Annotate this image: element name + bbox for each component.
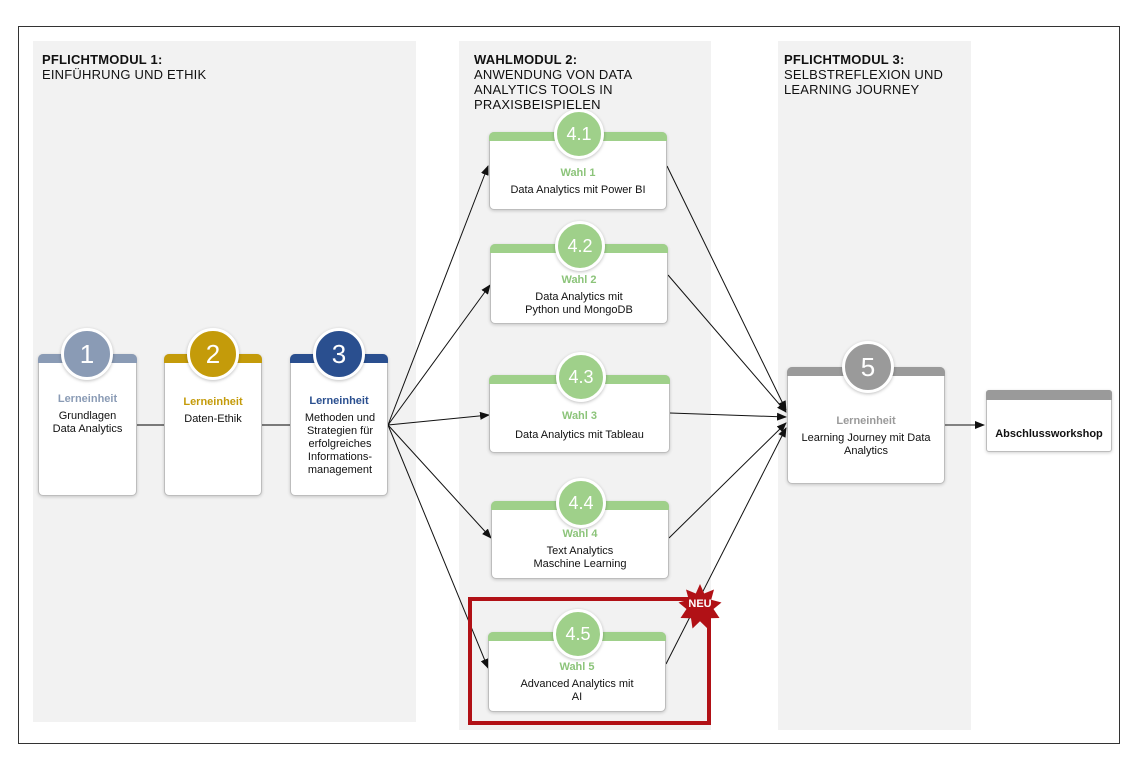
elective-title: Data Analytics mit Power BI bbox=[510, 184, 646, 196]
unit-card-2[interactable]: 2 Lerneinheit Daten-Ethik bbox=[164, 328, 262, 496]
arrow-4-5-to-5 bbox=[665, 427, 787, 665]
arrow-4-2-to-5 bbox=[667, 274, 787, 413]
arrow-3-to-4-1 bbox=[387, 165, 489, 426]
elective-number-badge: 4.5 bbox=[553, 609, 603, 659]
final-workshop-label: Abschlussworkshop bbox=[995, 428, 1103, 440]
arrow-3-to-4-4 bbox=[387, 424, 492, 539]
unit-card-1[interactable]: 1 Lerneinheit Grundlagen Data Analytics bbox=[38, 328, 137, 496]
unit-title: Methoden und Strategien für erfolgreiche… bbox=[304, 412, 376, 476]
unit-number-badge: 1 bbox=[61, 328, 113, 380]
new-badge-label: NEU bbox=[688, 598, 712, 610]
elective-number-badge: 4.2 bbox=[555, 221, 605, 271]
elective-kind-label: Wahl 1 bbox=[560, 167, 596, 179]
elective-number-badge: 4.1 bbox=[554, 109, 604, 159]
unit-card-5[interactable]: 5 Lerneinheit Learning Journey mit Data … bbox=[787, 341, 945, 484]
arrow-3-to-4-2 bbox=[387, 284, 491, 426]
elective-kind-label: Wahl 4 bbox=[562, 528, 598, 540]
final-workshop-card[interactable]: Abschlussworkshop bbox=[986, 390, 1112, 452]
arrow-3-to-4-3 bbox=[387, 411, 490, 426]
panel-title-sub: SELBSTREFLEXION UND LEARNING JOURNEY bbox=[784, 67, 944, 97]
unit-number-badge: 2 bbox=[187, 328, 239, 380]
panel-title-sub: ANWENDUNG VON DATA ANALYTICS TOOLS IN PR… bbox=[474, 67, 632, 112]
panel-title-3: PFLICHTMODUL 3: SELBSTREFLEXION UND LEAR… bbox=[784, 52, 964, 97]
elective-card-4-1[interactable]: 4.1 Wahl 1 Data Analytics mit Power BI bbox=[489, 109, 667, 210]
unit-kind-label: Lerneinheit bbox=[57, 393, 118, 405]
unit-kind-label: Lerneinheit bbox=[836, 415, 896, 427]
arrow-4-4-to-5 bbox=[668, 422, 787, 539]
unit-title: Daten-Ethik bbox=[184, 413, 242, 425]
panel-title-strong: PFLICHTMODUL 1: bbox=[42, 52, 163, 67]
elective-card-4-2[interactable]: 4.2 Wahl 2 Data Analytics mit Python und… bbox=[490, 221, 668, 324]
arrow-4-3-to-5 bbox=[669, 412, 787, 421]
unit-kind-label: Lerneinheit bbox=[309, 395, 369, 407]
elective-title: Advanced Analytics mit AI bbox=[520, 678, 634, 703]
elective-title: Text Analytics Maschine Learning bbox=[533, 545, 627, 570]
elective-kind-label: Wahl 2 bbox=[561, 274, 597, 286]
unit-title: Learning Journey mit Data Analytics bbox=[801, 432, 931, 457]
elective-title: Data Analytics mit Tableau bbox=[515, 429, 644, 441]
elective-card-4-4[interactable]: 4.4 Wahl 4 Text Analytics Maschine Learn… bbox=[491, 478, 669, 579]
panel-title-strong: PFLICHTMODUL 3: bbox=[784, 52, 905, 67]
panel-title-2: WAHLMODUL 2: ANWENDUNG VON DATA ANALYTIC… bbox=[474, 52, 706, 112]
elective-title: Data Analytics mit Python und MongoDB bbox=[525, 291, 633, 316]
elective-card-4-3[interactable]: 4.3 Wahl 3 Data Analytics mit Tableau bbox=[489, 352, 670, 453]
diagram-frame bbox=[18, 26, 1120, 744]
elective-card-4-5[interactable]: 4.5 Wahl 5 Advanced Analytics mit AI bbox=[488, 609, 666, 712]
unit-number-badge: 5 bbox=[842, 341, 894, 393]
unit-title: Grundlagen Data Analytics bbox=[52, 410, 123, 435]
new-starburst-icon bbox=[678, 584, 722, 629]
final-card-bar bbox=[986, 390, 1112, 400]
elective-kind-label: Wahl 3 bbox=[561, 410, 598, 422]
elective-kind-label: Wahl 5 bbox=[559, 661, 595, 673]
panel-title-strong: WAHLMODUL 2: bbox=[474, 52, 578, 67]
unit-number-badge: 3 bbox=[313, 328, 365, 380]
panel-title-1: PFLICHTMODUL 1: EINFÜHRUNG UND ETHIK bbox=[42, 52, 402, 82]
arrow-4-1-to-5 bbox=[666, 165, 787, 411]
elective-number-badge: 4.4 bbox=[556, 478, 606, 528]
panel-title-sub: EINFÜHRUNG UND ETHIK bbox=[42, 67, 207, 82]
elective-number-badge: 4.3 bbox=[556, 352, 606, 402]
new-elective-highlight bbox=[468, 597, 711, 725]
unit-card-3[interactable]: 3 Lerneinheit Methoden und Strategien fü… bbox=[290, 328, 388, 496]
unit-kind-label: Lerneinheit bbox=[183, 396, 243, 408]
